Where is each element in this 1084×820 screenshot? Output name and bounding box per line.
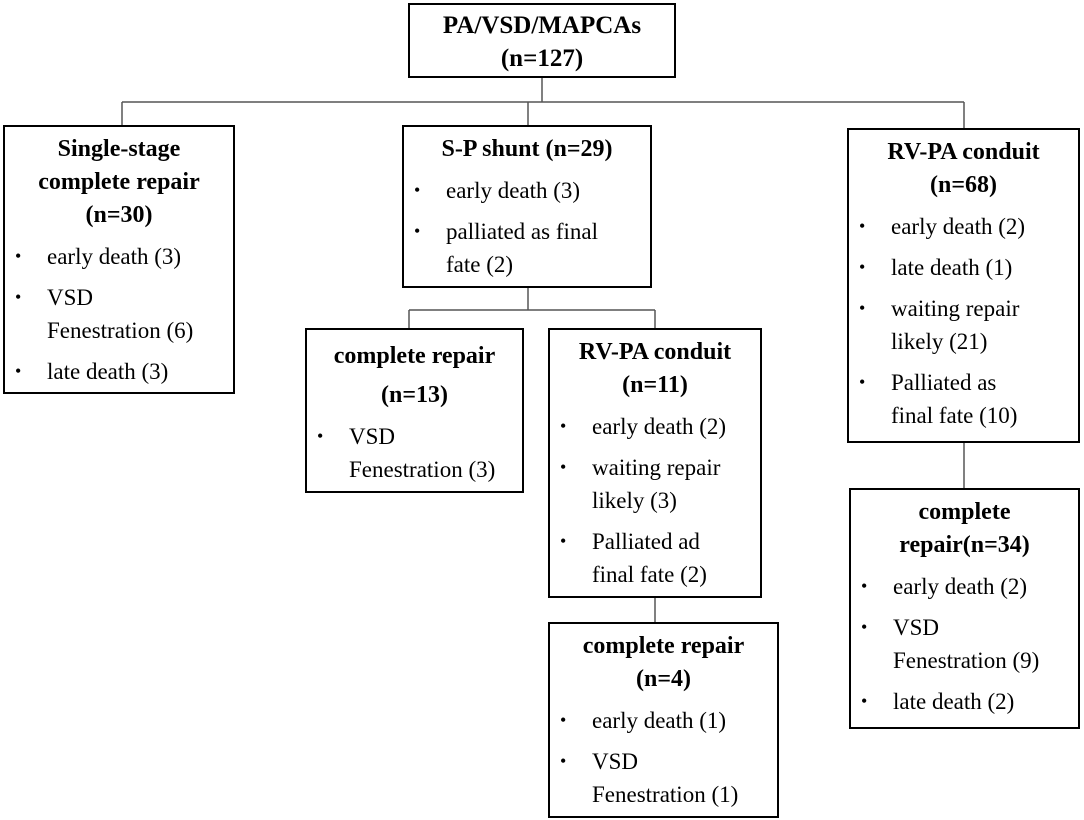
item-line: VSD	[592, 749, 639, 774]
item-line: likely (3)	[592, 488, 677, 513]
list-item: • VSD Fenestration (6)	[5, 281, 233, 347]
sp-shunt-box: S-P shunt (n=29) • early death (3) • palli…	[402, 125, 652, 288]
list-item: • late death (3)	[5, 355, 233, 388]
item-line: late death (2)	[893, 689, 1015, 714]
sp-rvpa-complete-outcomes: • early death (1) • VSD Fenestration (1)	[550, 704, 777, 811]
bullet-icon: •	[15, 361, 22, 381]
item-line: waiting repair	[891, 296, 1020, 321]
single-stage-title-line-2: complete repair	[38, 169, 200, 195]
list-item: • early death (1)	[550, 704, 777, 737]
item-line: Palliated as	[891, 370, 997, 395]
single-stage-title-line-1: Single-stage	[57, 136, 181, 162]
item-line: early death (2)	[893, 574, 1028, 599]
sp-rvpa-outcomes: • early death (2) • waiting repair likely (…	[550, 410, 760, 591]
bullet-icon: •	[560, 531, 567, 551]
sp-rvpa-title-line-1: RV-PA conduit	[578, 339, 732, 365]
bullet-icon: •	[560, 751, 567, 771]
list-item: • palliated as final fate (2)	[404, 215, 650, 281]
sp-complete-outcomes: • VSD Fenestration (3)	[307, 420, 522, 486]
bullet-icon: •	[414, 221, 421, 241]
sp-rvpa-complete-box: complete repair (n=4) • early death (1) •…	[548, 622, 779, 818]
list-item: • VSD Fenestration (9)	[851, 611, 1078, 677]
root-title: PA/VSD/MAPCAs	[442, 12, 642, 39]
single-stage-outcomes: • early death (3) • VSD Fenestration (6) • l…	[5, 240, 233, 388]
list-item: • VSD Fenestration (3)	[307, 420, 522, 486]
rvpa-main-box: RV-PA conduit (n=68) • early death (2) • l…	[847, 128, 1080, 443]
bullet-icon: •	[560, 710, 567, 730]
item-line: late death (3)	[47, 359, 169, 384]
bullet-icon: •	[859, 216, 866, 236]
sp-rvpa-complete-title-line-2: (n=4)	[635, 666, 691, 692]
item-line: VSD	[349, 424, 396, 449]
rvpa-complete-outcomes: • early death (2) • VSD Fenestration (9) • l…	[851, 570, 1078, 718]
item-line: early death (1)	[592, 708, 727, 733]
item-line: Fenestration (3)	[349, 457, 496, 482]
sp-rvpa-title-line-2: (n=11)	[622, 372, 688, 398]
list-item: • early death (3)	[404, 174, 650, 207]
list-item: • Palliated as final fate (10)	[849, 366, 1078, 432]
bullet-icon: •	[861, 576, 868, 596]
item-line: VSD	[47, 285, 94, 310]
list-item: • early death (3)	[5, 240, 233, 273]
sp-complete-title-line-1: complete repair	[333, 343, 496, 369]
single-stage-title-line-3: (n=30)	[85, 202, 153, 228]
item-line: final fate (2)	[592, 562, 707, 587]
item-line: early death (2)	[891, 214, 1026, 239]
sp-shunt-title: S-P shunt (n=29)	[441, 136, 613, 162]
rvpa-complete-title-line-1: complete	[918, 499, 1011, 525]
bullet-icon: •	[861, 617, 868, 637]
sp-complete-box: complete repair (n=13) • VSD Fenestration …	[305, 328, 524, 493]
item-line: palliated as final	[446, 219, 598, 244]
list-item: • early death (2)	[849, 210, 1078, 243]
rvpa-main-title-line-2: (n=68)	[929, 172, 997, 198]
list-item: • late death (1)	[849, 251, 1078, 284]
bullet-icon: •	[414, 180, 421, 200]
bullet-icon: •	[859, 372, 866, 392]
root-count: (n=127)	[500, 45, 584, 72]
rvpa-complete-box: complete repair(n=34) • early death (2) •…	[849, 488, 1080, 729]
item-line: Fenestration (1)	[592, 782, 739, 807]
item-line: VSD	[893, 615, 940, 640]
bullet-icon: •	[861, 691, 868, 711]
sp-rvpa-complete-title-line-1: complete repair	[582, 633, 745, 659]
rvpa-main-title-line-1: RV-PA conduit	[887, 139, 1040, 165]
item-line: early death (2)	[592, 414, 727, 439]
item-line: fate (2)	[446, 252, 514, 277]
rvpa-complete-title-line-2: repair(n=34)	[899, 532, 1030, 558]
list-item: • early death (2)	[851, 570, 1078, 603]
bullet-icon: •	[560, 416, 567, 436]
item-line: Palliated ad	[592, 529, 700, 554]
item-line: final fate (10)	[891, 403, 1018, 428]
bullet-icon: •	[560, 457, 567, 477]
item-line: Fenestration (6)	[47, 318, 194, 343]
sp-rvpa-box: RV-PA conduit (n=11) • early death (2) • w…	[548, 328, 762, 598]
sp-complete-title-line-2: (n=13)	[380, 382, 448, 408]
bullet-icon: •	[859, 257, 866, 277]
list-item: • late death (2)	[851, 685, 1078, 718]
list-item: • waiting repair likely (21)	[849, 292, 1078, 358]
list-item: • early death (2)	[550, 410, 760, 443]
bullet-icon: •	[317, 426, 324, 446]
rvpa-main-outcomes: • early death (2) • late death (1) • waitin…	[849, 210, 1078, 432]
bullet-icon: •	[15, 287, 22, 307]
item-line: Fenestration (9)	[893, 648, 1040, 673]
single-stage-box: Single-stage complete repair (n=30) • ear…	[3, 125, 235, 394]
item-line: early death (3)	[47, 244, 182, 269]
item-line: likely (21)	[891, 329, 988, 354]
bullet-icon: •	[859, 298, 866, 318]
item-line: early death (3)	[446, 178, 581, 203]
bullet-icon: •	[15, 246, 22, 266]
item-line: late death (1)	[891, 255, 1013, 280]
item-line: waiting repair	[592, 455, 721, 480]
root-box: PA/VSD/MAPCAs (n=127)	[408, 3, 676, 78]
list-item: • Palliated ad final fate (2)	[550, 525, 760, 591]
sp-shunt-outcomes: • early death (3) • palliated as final fate…	[404, 174, 650, 281]
list-item: • VSD Fenestration (1)	[550, 745, 777, 811]
list-item: • waiting repair likely (3)	[550, 451, 760, 517]
